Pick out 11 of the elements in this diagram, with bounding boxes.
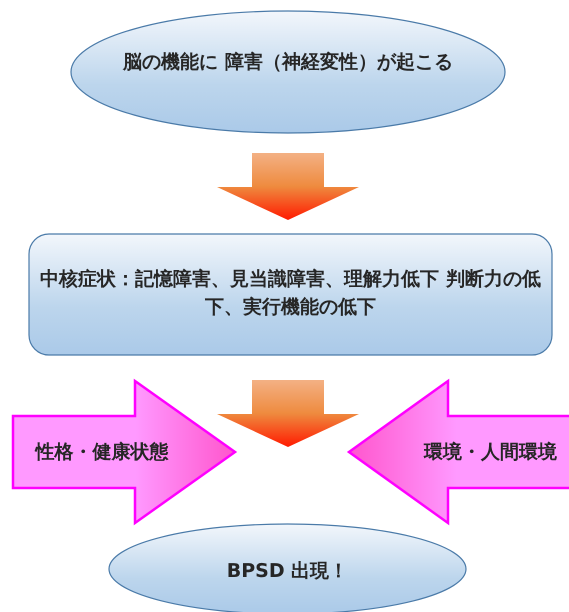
- block-arrow-node: [12, 380, 236, 524]
- node-label: 脳の機能に 障害（神経変性）が起こる: [122, 50, 454, 75]
- ellipse-node: [70, 10, 506, 134]
- node-label: 環境・人間環境: [422, 440, 558, 465]
- block-arrow: [217, 153, 359, 220]
- process-box: [28, 233, 553, 356]
- block-arrow-node: [348, 380, 569, 524]
- block-arrow: [217, 380, 359, 447]
- node-label: 性格・健康状態: [34, 440, 170, 465]
- node-label: BPSD 出現！: [226, 559, 350, 584]
- node-label: 中核症状：記憶障害、見当識障害、理解力低下 判断力の低下、実行機能の低下: [39, 267, 542, 320]
